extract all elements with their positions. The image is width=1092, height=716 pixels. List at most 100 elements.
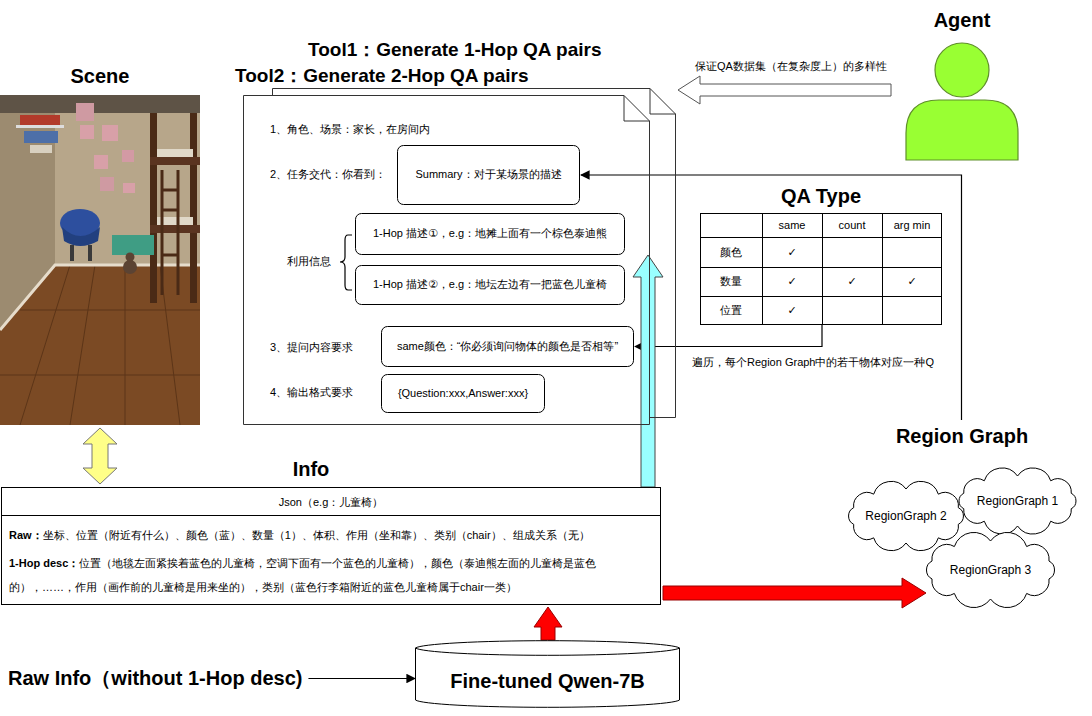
table-cell: ✓: [882, 267, 942, 296]
scene-photo: [20, 115, 60, 125]
region-graph-cloud-outline: [959, 468, 1076, 534]
scene-photo: [190, 113, 197, 303]
region-graph-cloud-outline: [849, 481, 964, 550]
model-cylinder-outline: [416, 648, 680, 655]
table-cell: arg min: [882, 213, 942, 237]
prompt-line: 利用信息: [287, 255, 331, 269]
scene-photo: [76, 103, 94, 121]
field-value: 位置（地毯左面紧挨着蓝色的儿童椅，空调下面有一个蓝色的儿童椅），颜色（泰迪熊左面…: [9, 557, 596, 593]
connector-line: [635, 325, 822, 347]
prompt-box-outline: [356, 266, 625, 305]
document-page-outline: [650, 89, 676, 115]
prompt-box-outline: [398, 146, 580, 205]
qa-type-table-outline: [882, 213, 883, 325]
hollow-arrow: [678, 76, 891, 104]
node-text: 1-Hop 描述②，e.g：地坛左边有一把蓝色儿童椅: [373, 278, 607, 292]
prompt-box: same颜色：“你必须询问物体的颜色是否相等”: [381, 326, 634, 367]
info-row: Raw：坐标、位置（附近有什么）、颜色（蓝）、数量（1）、体积、作用（坐和靠）、…: [1, 516, 661, 548]
table-cell: 颜色: [700, 237, 762, 267]
prompt-box: 1-Hop 描述②，e.g：地坛左边有一把蓝色儿童椅: [355, 265, 625, 305]
document-page-outline: [244, 96, 650, 425]
prompt-box: {Question:xxx,Answer:xxx}: [381, 374, 545, 413]
scene-photo: [0, 265, 200, 425]
scene-photo: [0, 95, 200, 113]
scene-photo: [150, 225, 200, 233]
node-text: Summary：对于某场景的描述: [415, 168, 561, 182]
table-cell: ✓: [762, 267, 822, 296]
node-text: {Question:xxx,Answer:xxx}: [398, 387, 528, 401]
prompt-line: 4、输出格式要求: [270, 386, 353, 400]
connector-line: [308, 678, 415, 679]
heading: Info: [293, 457, 330, 482]
connector-line: [581, 175, 962, 420]
scene-photo: [0, 265, 200, 425]
prompt-line: 2、任务交代：你看到：: [270, 168, 386, 182]
qa-type-table-outline: [822, 213, 823, 325]
node-text: RegionGraph 1: [977, 494, 1058, 509]
prompt-line: 3、提问内容要求: [270, 341, 353, 355]
scene-photo: [123, 260, 137, 274]
document-page: Tool2：Generate 2-Hop QA pairs1、角色、场景：家长，…: [243, 95, 650, 425]
table-cell: 位置: [700, 296, 762, 325]
field-value: 坐标、位置（附近有什么）、颜色（蓝）、数量（1）、体积、作用（坐和靠）、类别（c…: [43, 529, 590, 541]
scene-photo: [150, 157, 200, 165]
scene-photo: [112, 235, 154, 255]
prompt-box-outline: [382, 375, 545, 413]
table-header: Json（e.g：儿童椅）: [279, 496, 384, 508]
heading: Scene: [71, 64, 130, 89]
scene-photo: [30, 145, 52, 153]
region-graph-cloud: RegionGraph 2: [840, 478, 972, 554]
table-cell: count: [822, 213, 882, 237]
scene-photo: [16, 125, 64, 128]
node-text: 1-Hop 描述①，e.g：地摊上面有一个棕色泰迪熊: [373, 227, 607, 241]
table-cell: 数量: [700, 267, 762, 296]
qa-type-table-outline: [700, 237, 942, 238]
scene-photo: [88, 245, 92, 261]
scene-photo: [102, 125, 118, 141]
scene-photo: [24, 131, 58, 143]
region-graph-cloud-outline: [926, 532, 1054, 607]
scene-photo: [0, 375, 200, 376]
scene-photo: [0, 95, 200, 425]
scene-photo: [162, 209, 178, 212]
agent-figure-outline: [906, 100, 1018, 160]
scene-photo: [150, 113, 157, 303]
info-row: Json（e.g：儿童椅）: [1, 487, 661, 516]
scene-photo: [122, 150, 134, 162]
edge-label: 遍历，每个Region Graph中的若干物体对应一种Q: [690, 356, 936, 370]
block-arrow: [663, 578, 926, 608]
field-key: Raw：: [9, 529, 43, 541]
prompt-box: 1-Hop 描述①，e.g：地摊上面有一个棕色泰迪熊: [355, 213, 625, 255]
info-box: InfoJson（e.g：儿童椅）Raw：坐标、位置（附近有什么）、颜色（蓝）、…: [1, 487, 661, 605]
model-cylinder: Fine-tuned Qwen-7B: [415, 640, 680, 708]
qa-type-table-outline: [700, 267, 942, 268]
brace: [340, 235, 352, 290]
scene-photo: [80, 125, 94, 139]
input-label: Raw Info（without 1-Hop desc): [8, 662, 302, 695]
scene-photo: [70, 245, 74, 261]
region-graph-cloud: RegionGraph 1: [950, 465, 1085, 537]
info-row: 1-Hop desc：位置（地毯左面紧挨着蓝色的儿童椅，空调下面有一个蓝色的儿童…: [1, 548, 661, 605]
heading: Region Graph: [896, 424, 1028, 449]
qa-type-table-outline: [700, 296, 942, 297]
heading: Agent: [934, 8, 991, 33]
prompt-box-outline: [356, 214, 625, 255]
agent-figure: Agent: [893, 8, 1030, 162]
scene-photo: [125, 265, 126, 425]
heading: Tool2：Generate 2-Hop QA pairs: [235, 64, 529, 88]
scene-photo: [0, 95, 200, 425]
prompt-line: 1、角色、场景：家长，在房间内: [270, 123, 430, 137]
document-page-outline: [624, 96, 650, 122]
region-graph-group: Region GraphRegionGraph 1RegionGraph 2Re…: [838, 420, 1085, 612]
qa-type-table: QA Typesamecountarg min颜色✓数量✓✓✓位置✓: [700, 213, 942, 325]
field-key: 1-Hop desc：: [9, 557, 79, 569]
scene-photo: [70, 265, 95, 425]
node-text: Fine-tuned Qwen-7B: [450, 669, 644, 694]
scene-photo: [162, 254, 178, 257]
scene-photo: [162, 170, 178, 295]
double-block-arrow: [83, 428, 117, 484]
scene-photo: [94, 155, 108, 169]
table-cell: same: [762, 213, 822, 237]
prompt-box-outline: [382, 327, 634, 367]
heading: Tool1：Generate 1-Hop QA pairs: [308, 38, 602, 62]
